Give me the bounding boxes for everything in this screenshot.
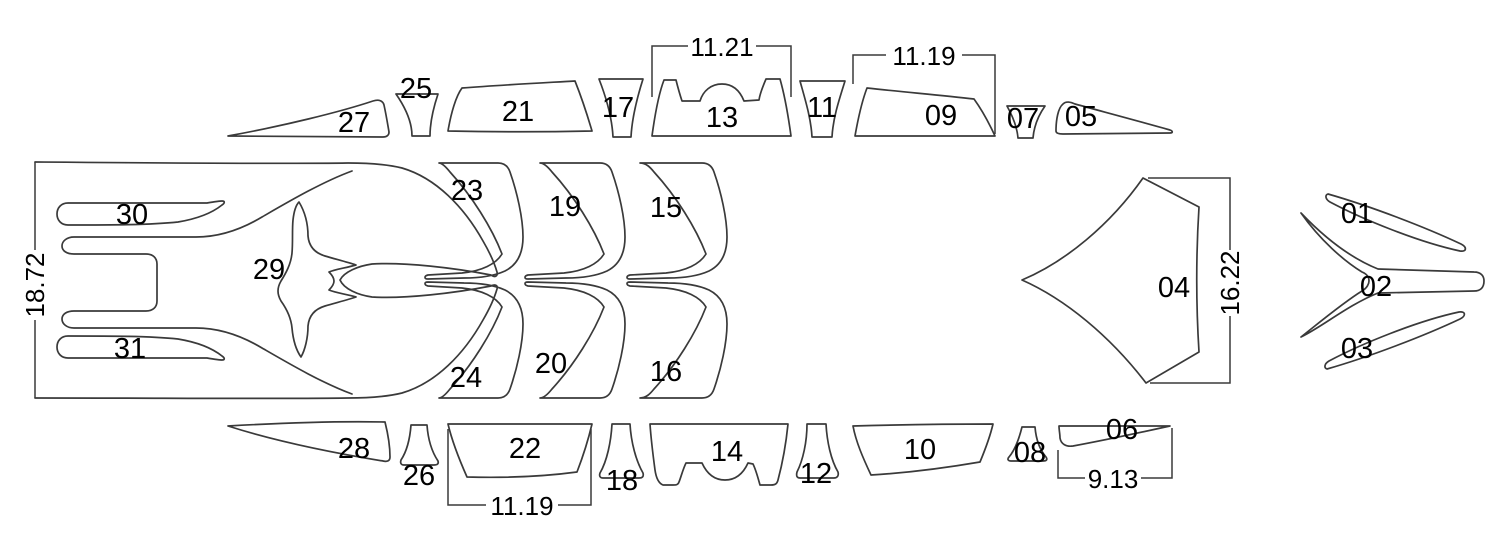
piece-09-outline — [854, 87, 996, 137]
piece-07-outline — [1006, 105, 1046, 139]
piece-14-outline — [649, 423, 789, 486]
dim-width-09-label: 11.19 — [892, 41, 955, 71]
piece-21-outline — [447, 80, 593, 133]
piece-12-label: 12 — [800, 458, 832, 490]
piece-25-outline — [395, 93, 439, 137]
piece-05-outline — [1055, 101, 1174, 135]
piece-01-outline — [1325, 193, 1467, 252]
piece-11-outline — [799, 80, 846, 138]
piece-10-outline — [852, 423, 994, 476]
dim-width-13-label: 11.21 — [690, 32, 753, 62]
piece-16-label: 16 — [650, 356, 682, 388]
piece-29-fork-outline — [61, 170, 353, 395]
piece-13-outline — [651, 78, 792, 137]
piece-01-label: 01 — [1341, 198, 1373, 230]
piece-23-outline — [424, 162, 524, 280]
piece-26-label: 26 — [403, 460, 435, 492]
piece-23-label: 23 — [451, 175, 483, 207]
piece-27-label: 27 — [338, 107, 370, 139]
piece-29-star-cutout — [277, 201, 357, 358]
piece-labels: 27 25 21 17 13 11 09 07 05 30 31 29 23 1… — [114, 73, 1392, 497]
piece-03-outline — [1324, 311, 1466, 370]
piece-04-label: 04 — [1158, 272, 1190, 304]
piece-07-label: 07 — [1007, 103, 1039, 135]
dim-width-13-lines — [651, 45, 792, 97]
piece-31-label: 31 — [114, 333, 146, 365]
piece-15-outline — [626, 162, 728, 280]
piece-11-label: 11 — [807, 92, 837, 124]
piece-08-outline — [1007, 426, 1048, 462]
piece-15-label: 15 — [650, 192, 682, 224]
piece-03-label: 03 — [1341, 333, 1373, 365]
piece-25-label: 25 — [400, 73, 432, 105]
piece-30-outline — [56, 200, 226, 226]
piece-31-outline — [56, 335, 226, 361]
piece-10-label: 10 — [904, 434, 936, 466]
piece-04-outline — [1021, 177, 1200, 384]
piece-20-outline — [524, 281, 626, 399]
piece-27-outline — [227, 99, 390, 138]
piece-06-outline — [1058, 425, 1171, 448]
dim-width-22-lines — [447, 429, 592, 506]
piece-outlines-middle — [34, 161, 1485, 400]
piece-19-label: 19 — [549, 191, 581, 223]
piece-28-label: 28 — [338, 433, 370, 465]
piece-08-label: 08 — [1014, 437, 1046, 469]
dim-width-09-lines — [852, 54, 996, 134]
piece-06-label: 06 — [1106, 414, 1138, 446]
piece-22-label: 22 — [509, 433, 541, 465]
piece-09-label: 09 — [925, 100, 957, 132]
piece-18-outline — [598, 423, 645, 479]
dim-width-06-lines — [1057, 428, 1173, 479]
piece-02-label: 02 — [1360, 271, 1392, 303]
dim-height-04-lines — [1148, 177, 1231, 384]
piece-16-outline — [626, 281, 728, 399]
piece-02-outline — [1300, 212, 1485, 338]
piece-29-label: 29 — [253, 254, 285, 286]
dim-width-22-label: 11.19 — [490, 491, 553, 521]
dim-width-06-label: 9.13 — [1088, 464, 1139, 494]
piece-28-outline — [227, 420, 391, 463]
piece-24-label: 24 — [450, 362, 482, 394]
piece-14-label: 14 — [711, 436, 743, 468]
piece-13-label: 13 — [706, 102, 738, 134]
piece-18-label: 18 — [606, 465, 638, 497]
dim-height-left-label: 18.72 — [20, 252, 50, 317]
piece-17-outline — [598, 78, 644, 138]
piece-19-outline — [524, 162, 626, 280]
piece-22-outline — [447, 423, 593, 479]
piece-29-outline — [34, 161, 499, 400]
dim-height-04-label: 16.22 — [1215, 250, 1245, 315]
dimension-labels: 11.21 11.19 18.72 16.22 11.19 9.13 — [20, 32, 1245, 521]
piece-24-outline — [424, 281, 524, 399]
piece-20-label: 20 — [535, 348, 567, 380]
piece-05-label: 05 — [1065, 101, 1097, 133]
piece-outlines-top-row — [227, 78, 1174, 139]
dimension-lines — [34, 45, 1231, 506]
piece-26-outline — [399, 424, 440, 466]
piece-17-label: 17 — [602, 92, 634, 124]
piece-30-label: 30 — [116, 199, 148, 231]
piece-outlines-bottom-row — [227, 420, 1171, 486]
piece-21-label: 21 — [502, 96, 534, 128]
piece-12-outline — [795, 423, 840, 479]
